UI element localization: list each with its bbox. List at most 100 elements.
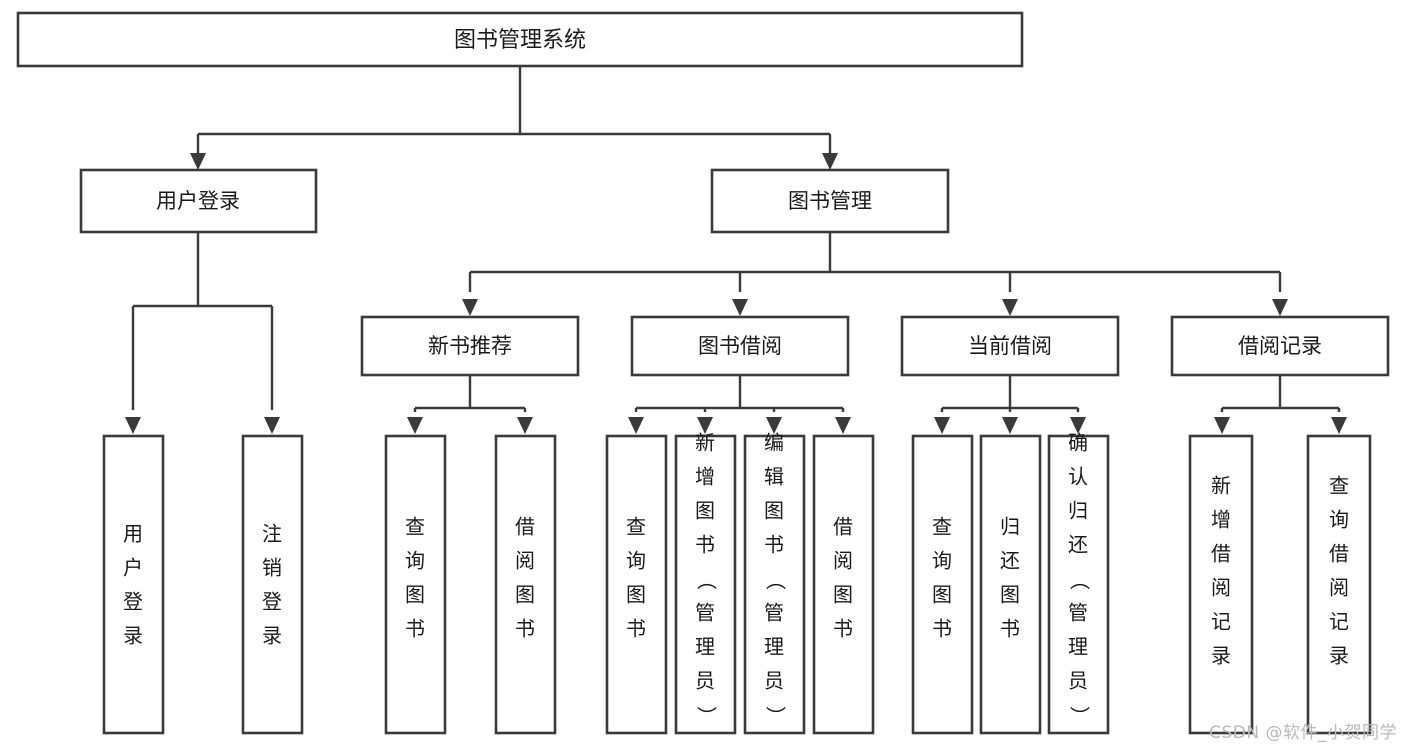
leaf-label-char: 图 <box>515 583 535 607</box>
connector-group-book-mgmt <box>462 232 1288 316</box>
node-borrow-record-label: 借阅记录 <box>1238 334 1322 358</box>
connector-group-root <box>190 66 838 170</box>
leaf-label-char: 理 <box>1068 635 1088 659</box>
leaf-label-char: 记 <box>1211 610 1231 634</box>
leaf-label-char: 书 <box>764 533 784 557</box>
leaf-label-char: 还 <box>1000 549 1020 573</box>
leaf-label-char: 图 <box>405 583 425 607</box>
leaf-label-char: ） <box>1068 706 1092 726</box>
leaf-label-char: 员 <box>695 669 715 693</box>
leaf-label-char: 借 <box>1211 542 1231 566</box>
node-book-borrow-label: 图书借阅 <box>698 334 782 358</box>
node-book-management[interactable]: 图书管理 <box>710 168 950 234</box>
leaf-label-char: ） <box>695 706 719 726</box>
leaf-label-char: 新 <box>1211 474 1231 498</box>
leaf-label-char: 阅 <box>1329 576 1349 600</box>
connector-group-borrow-record <box>1214 375 1347 434</box>
connector-group-book-borrow <box>628 375 851 434</box>
leaf-label-char: 书 <box>695 533 715 557</box>
leaf-label-vertical: 用户登录 <box>123 522 143 648</box>
leaf-label-char: 还 <box>1068 533 1088 557</box>
leaf-label-char: 增 <box>1211 508 1231 532</box>
leaf-label-char: 阅 <box>1211 576 1231 600</box>
leaf-label-char: 录 <box>262 624 282 648</box>
leaf-label-char: 注 <box>262 522 282 546</box>
leaf-label-char: 用 <box>123 522 143 546</box>
leaf-label-char: 借 <box>833 515 853 539</box>
leaf-label-char: 询 <box>1329 508 1349 532</box>
leaf-label-char: 查 <box>1329 474 1349 498</box>
leaf-label-char: 户 <box>123 556 143 580</box>
leaf-label-char: 员 <box>1068 669 1088 693</box>
leaf-label-char: 管 <box>1068 601 1088 625</box>
connector-group-current-borrow <box>934 375 1086 434</box>
leaf-label-char: 管 <box>764 601 784 625</box>
leaf-label-char: （ <box>764 570 788 590</box>
leaf-label-char: 询 <box>405 549 425 573</box>
leaf-label-char: 书 <box>515 617 535 641</box>
node-borrow-record[interactable]: 借阅记录 <box>1170 315 1390 377</box>
leaf-label-char: 询 <box>626 549 646 573</box>
leaf-label-char: 查 <box>405 515 425 539</box>
leaf-label-char: 记 <box>1329 610 1349 634</box>
node-root[interactable]: 图书管理系统 <box>16 11 1024 68</box>
leaf-label-char: 辑 <box>764 465 784 489</box>
leaf-label-char: 增 <box>695 465 715 489</box>
leaf-label-char: 图 <box>932 583 952 607</box>
node-new-book-recommend-label: 新书推荐 <box>428 334 512 358</box>
leaf-label-char: 书 <box>1000 617 1020 641</box>
leaf-label-char: 管 <box>695 601 715 625</box>
leaf-label-char: 图 <box>833 583 853 607</box>
leaf-label-char: （ <box>695 570 719 590</box>
leaf-label-char: 图 <box>695 499 715 523</box>
leaf-label-char: 查 <box>932 515 952 539</box>
leaf-label-char: 登 <box>123 590 143 614</box>
connector-group-new-book <box>407 375 533 434</box>
leaf-label-char: ） <box>764 706 788 726</box>
node-new-book-recommend[interactable]: 新书推荐 <box>360 315 580 377</box>
leaf-label-char: 归 <box>1068 499 1088 523</box>
leaf-label-char: 书 <box>833 617 853 641</box>
leaf-label-char: 查 <box>626 515 646 539</box>
node-user-login[interactable]: 用户登录 <box>79 168 318 234</box>
leaf-label-char: 书 <box>405 617 425 641</box>
leaf-label-char: 阅 <box>515 549 535 573</box>
node-book-borrow[interactable]: 图书借阅 <box>630 315 850 377</box>
leaf-node[interactable]: 用户登录 <box>102 434 165 735</box>
leaf-label-char: （ <box>1068 570 1092 590</box>
node-current-borrow[interactable]: 当前借阅 <box>900 315 1120 377</box>
leaf-label-char: 认 <box>1068 465 1088 489</box>
leaf-label-char: 图 <box>1000 583 1020 607</box>
leaf-label-char: 理 <box>764 635 784 659</box>
leaf-label-char: 阅 <box>833 549 853 573</box>
connector-group-user-login <box>125 232 280 434</box>
node-root-label: 图书管理系统 <box>454 28 586 53</box>
leaf-label-char: 书 <box>932 617 952 641</box>
